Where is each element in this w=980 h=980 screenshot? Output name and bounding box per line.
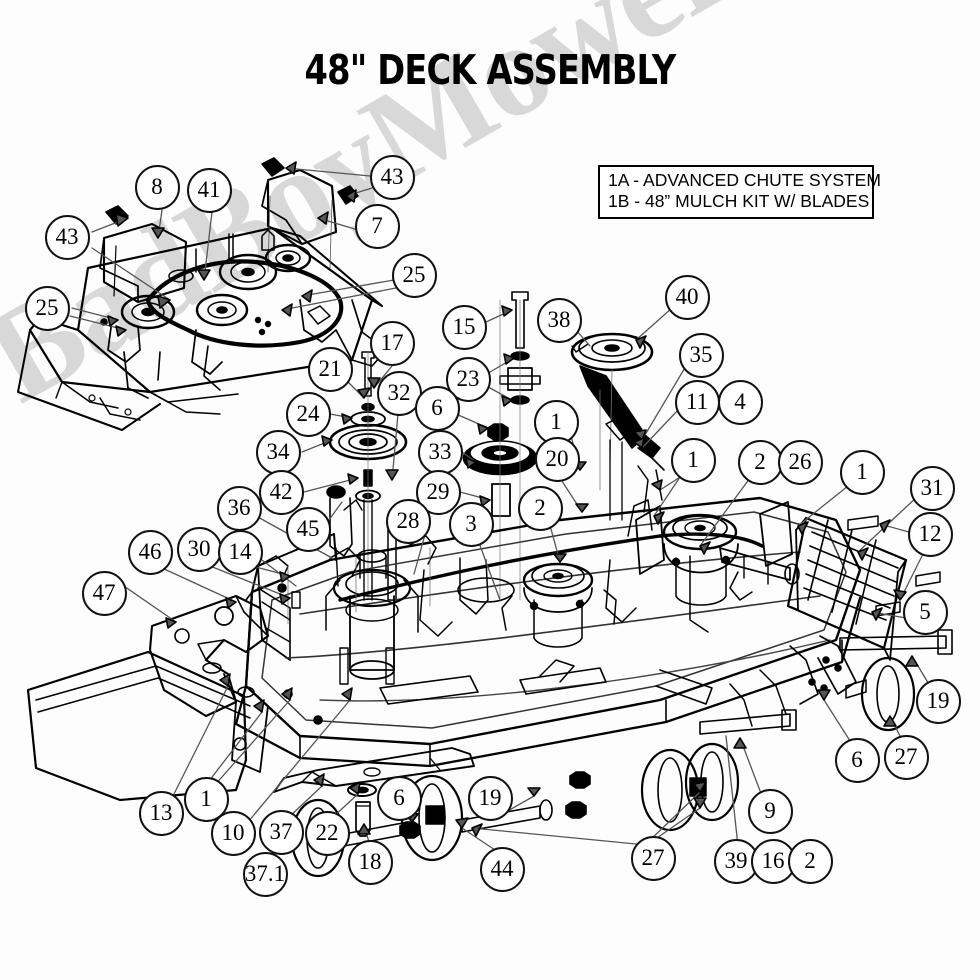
callout-36[interactable]: 36 bbox=[216, 485, 262, 531]
callout-1[interactable]: 1 bbox=[839, 449, 885, 495]
callout-27[interactable]: 27 bbox=[883, 734, 929, 780]
callout-3[interactable]: 3 bbox=[448, 501, 494, 547]
callout-12[interactable]: 12 bbox=[907, 511, 953, 557]
callout-2[interactable]: 2 bbox=[737, 439, 783, 485]
callout-14[interactable]: 14 bbox=[217, 529, 263, 575]
callout-46[interactable]: 46 bbox=[127, 529, 173, 575]
callout-8[interactable]: 8 bbox=[134, 164, 180, 210]
callout-11[interactable]: 11 bbox=[674, 379, 720, 425]
callout-29[interactable]: 29 bbox=[415, 469, 461, 515]
callout-22[interactable]: 22 bbox=[304, 810, 350, 856]
front-left-bracket bbox=[26, 594, 270, 802]
callout-18[interactable]: 18 bbox=[347, 839, 393, 885]
idler-arm-assembly bbox=[570, 332, 665, 521]
callout-42[interactable]: 42 bbox=[258, 469, 304, 515]
callout-30[interactable]: 30 bbox=[176, 526, 222, 572]
callout-2[interactable]: 2 bbox=[787, 838, 833, 884]
callout-25[interactable]: 25 bbox=[24, 285, 70, 331]
callout-6[interactable]: 6 bbox=[834, 737, 880, 783]
callout-47[interactable]: 47 bbox=[81, 570, 127, 616]
callout-13[interactable]: 13 bbox=[138, 790, 184, 836]
callout-1[interactable]: 1 bbox=[670, 437, 716, 483]
legend-line-1a: 1A - ADVANCED CHUTE SYSTEM bbox=[608, 170, 881, 190]
callout-21[interactable]: 21 bbox=[307, 346, 353, 392]
callout-24[interactable]: 24 bbox=[285, 391, 331, 437]
callout-17[interactable]: 17 bbox=[369, 320, 415, 366]
callout-33[interactable]: 33 bbox=[417, 429, 463, 475]
callout-19[interactable]: 19 bbox=[915, 678, 961, 724]
callout-25[interactable]: 25 bbox=[391, 252, 437, 298]
callout-40[interactable]: 40 bbox=[664, 274, 710, 320]
callout-45[interactable]: 45 bbox=[285, 506, 331, 552]
callout-6[interactable]: 6 bbox=[376, 775, 422, 821]
legend-box: 1A - ADVANCED CHUTE SYSTEM 1B - 48” MULC… bbox=[598, 165, 881, 219]
callout-37-1[interactable]: 37.1 bbox=[242, 851, 288, 897]
page-title: 48" DECK ASSEMBLY bbox=[304, 46, 677, 94]
callout-1[interactable]: 1 bbox=[183, 776, 229, 822]
callout-44[interactable]: 44 bbox=[479, 846, 525, 892]
callout-9[interactable]: 9 bbox=[747, 788, 793, 834]
callout-19[interactable]: 19 bbox=[467, 775, 513, 821]
callout-38[interactable]: 38 bbox=[536, 297, 582, 343]
main-deck bbox=[234, 496, 908, 768]
callout-6[interactable]: 6 bbox=[414, 385, 460, 431]
callout-27[interactable]: 27 bbox=[630, 835, 676, 881]
callout-7[interactable]: 7 bbox=[354, 203, 400, 249]
callout-35[interactable]: 35 bbox=[678, 332, 724, 378]
callout-4[interactable]: 4 bbox=[717, 379, 763, 425]
callout-26[interactable]: 26 bbox=[777, 439, 823, 485]
legend-line-1b: 1B - 48” MULCH KIT W/ BLADES bbox=[608, 191, 870, 211]
callout-20[interactable]: 20 bbox=[534, 436, 580, 482]
callout-43[interactable]: 43 bbox=[44, 214, 90, 260]
callout-2[interactable]: 2 bbox=[517, 485, 563, 531]
mower-blade bbox=[273, 747, 475, 793]
callout-31[interactable]: 31 bbox=[909, 465, 955, 511]
callout-37[interactable]: 37 bbox=[258, 809, 304, 855]
callout-41[interactable]: 41 bbox=[186, 167, 232, 213]
callout-43[interactable]: 43 bbox=[369, 154, 415, 200]
leader-arrowheads bbox=[107, 161, 919, 837]
callout-15[interactable]: 15 bbox=[441, 304, 487, 350]
spindle-stack-centre bbox=[462, 291, 541, 601]
callout-28[interactable]: 28 bbox=[385, 498, 431, 544]
callout-10[interactable]: 10 bbox=[210, 810, 256, 856]
callout-5[interactable]: 5 bbox=[902, 589, 948, 635]
callout-34[interactable]: 34 bbox=[255, 429, 301, 475]
